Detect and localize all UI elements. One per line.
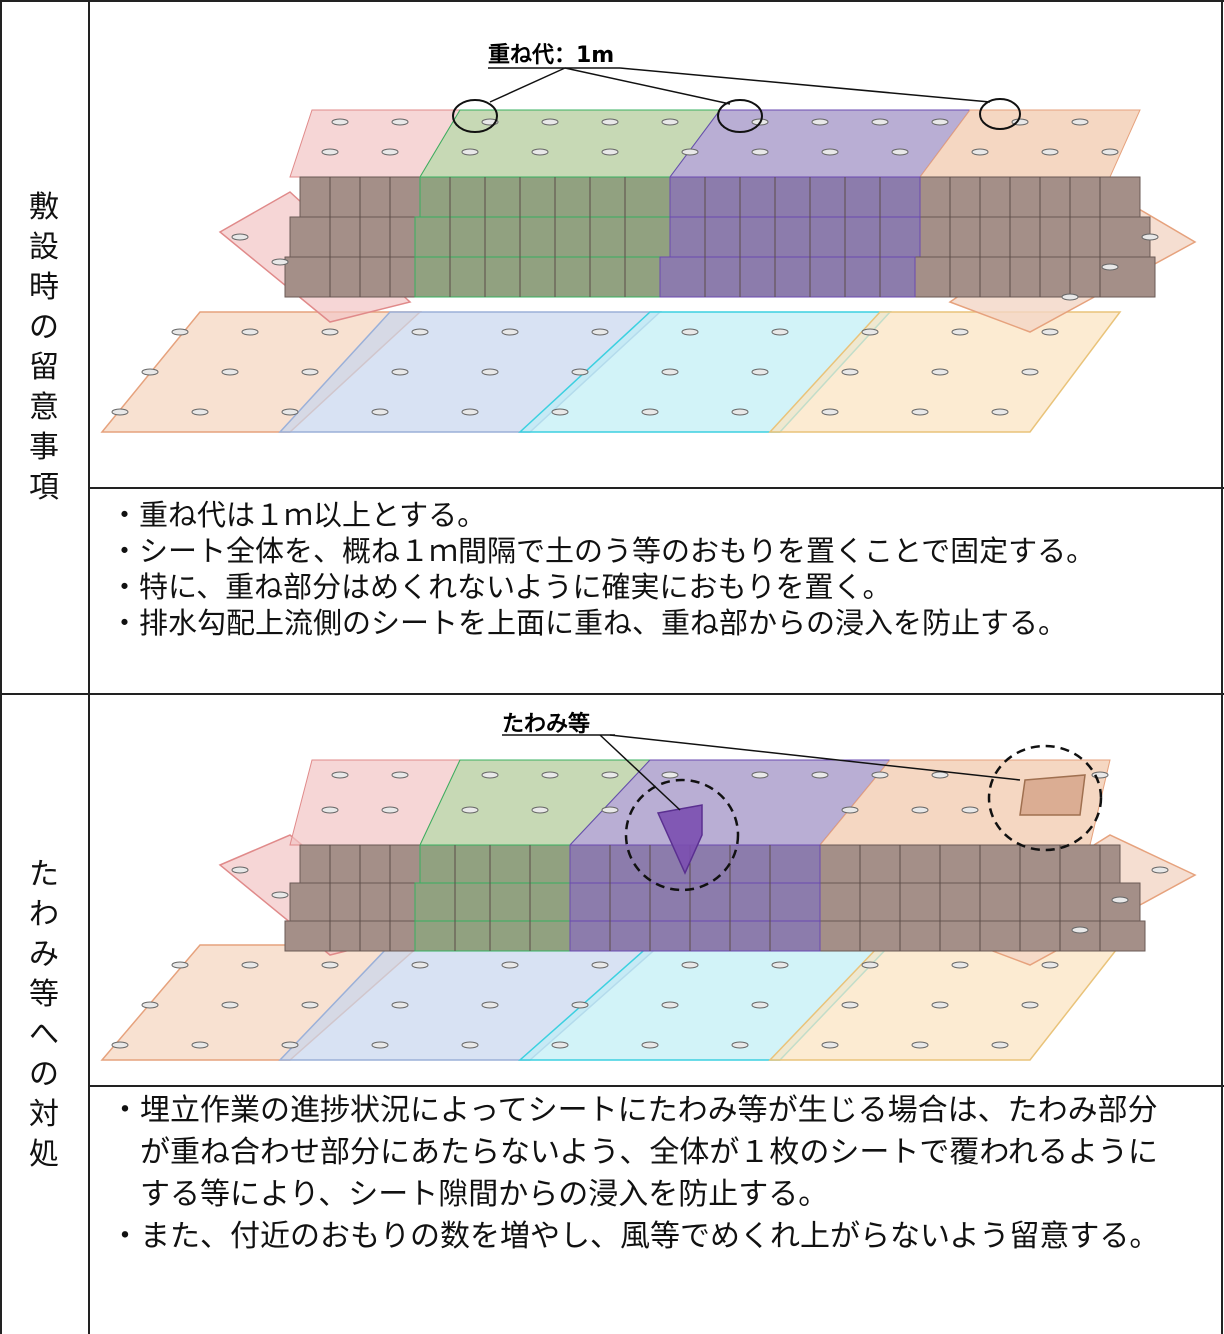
callout-sagging: たわみ等	[502, 711, 590, 737]
tier-face-1-purple	[669, 176, 921, 218]
sag-marker-center	[624, 778, 740, 892]
tier-face-3-green	[414, 920, 571, 952]
tier-face-2-green	[414, 216, 671, 258]
overlap-diagram-svg: 重ね代：1m	[100, 43, 1197, 433]
diagram-sagging: たわみ等	[90, 695, 1224, 1085]
sag-marker-right	[987, 744, 1103, 852]
sandbag-weights	[111, 771, 1169, 1049]
tier-face-1-green	[419, 844, 571, 884]
tier-face-3-purple	[659, 256, 916, 298]
overlap-marker-1	[452, 99, 498, 133]
sag-deformation-right	[1019, 774, 1086, 816]
section1-divider	[88, 487, 1224, 489]
sagging-diagram-svg: たわみ等	[100, 711, 1197, 1061]
block-grid	[329, 845, 1101, 951]
notes-sagging: ・埋立作業の進捗状況によってシートにたわみ等が生じる場合は、たわみ部分 が重ね合…	[110, 1090, 1220, 1258]
note-item: ・特に、重ね部分はめくれないように確実におもりを置く。	[110, 570, 892, 604]
tier-face-3-purple	[569, 920, 821, 952]
overlap-marker-2	[717, 99, 763, 133]
callout-leaders	[489, 67, 991, 105]
tier-face-2-purple	[669, 216, 921, 258]
table-border-top	[0, 0, 1224, 2]
note-item: ・重ね代は１ｍ以上とする。	[110, 498, 487, 532]
sag-deformation-center	[656, 804, 703, 875]
diagram-overlap-installation: 重ね代：1m	[90, 2, 1224, 486]
section-label-sagging: た わ み 等 へ の 対 処	[29, 856, 59, 1172]
note-item: ・排水勾配上流側のシートを上面に重ね、重ね部からの浸入を防止する。	[110, 606, 1068, 640]
sandbag-weights	[111, 118, 1159, 416]
note-item: ・埋立作業の進捗状況によってシートにたわみ等が生じる場合は、たわみ部分	[110, 1093, 1158, 1128]
note-item: する等により、シート隙間からの浸入を防止する。	[110, 1177, 829, 1212]
label-column-divider	[88, 0, 90, 1334]
note-item: ・シート全体を、概ね１ｍ間隔で土のう等のおもりを置くことで固定する。	[110, 534, 1096, 568]
tier-face-1-green	[419, 176, 671, 218]
block-grid	[329, 177, 1101, 297]
table-border-left	[0, 0, 2, 1334]
notes-installation: ・重ね代は１ｍ以上とする。 ・シート全体を、概ね１ｍ間隔で土のう等のおもりを置く…	[110, 497, 1220, 641]
tier-face-2-purple	[569, 882, 821, 922]
tier-face-2-green	[414, 882, 571, 922]
overlap-marker-3	[979, 98, 1021, 130]
note-item: が重ね合わせ部分にあたらないよう、全体が１枚のシートで覆われるように	[110, 1135, 1158, 1170]
note-item: ・また、付近のおもりの数を増やし、風等でめくれ上がらないよう留意する。	[110, 1219, 1160, 1254]
callout-overlap: 重ね代：1m	[488, 43, 614, 68]
section2-divider	[88, 1085, 1224, 1087]
tier-face-3-green	[414, 256, 661, 298]
callout-leaders	[502, 734, 1021, 811]
table-border-right	[1221, 0, 1223, 1334]
section-divider	[0, 693, 1224, 695]
section-label-installation: 敷 設 時 の 留 意 事 項	[29, 189, 59, 505]
